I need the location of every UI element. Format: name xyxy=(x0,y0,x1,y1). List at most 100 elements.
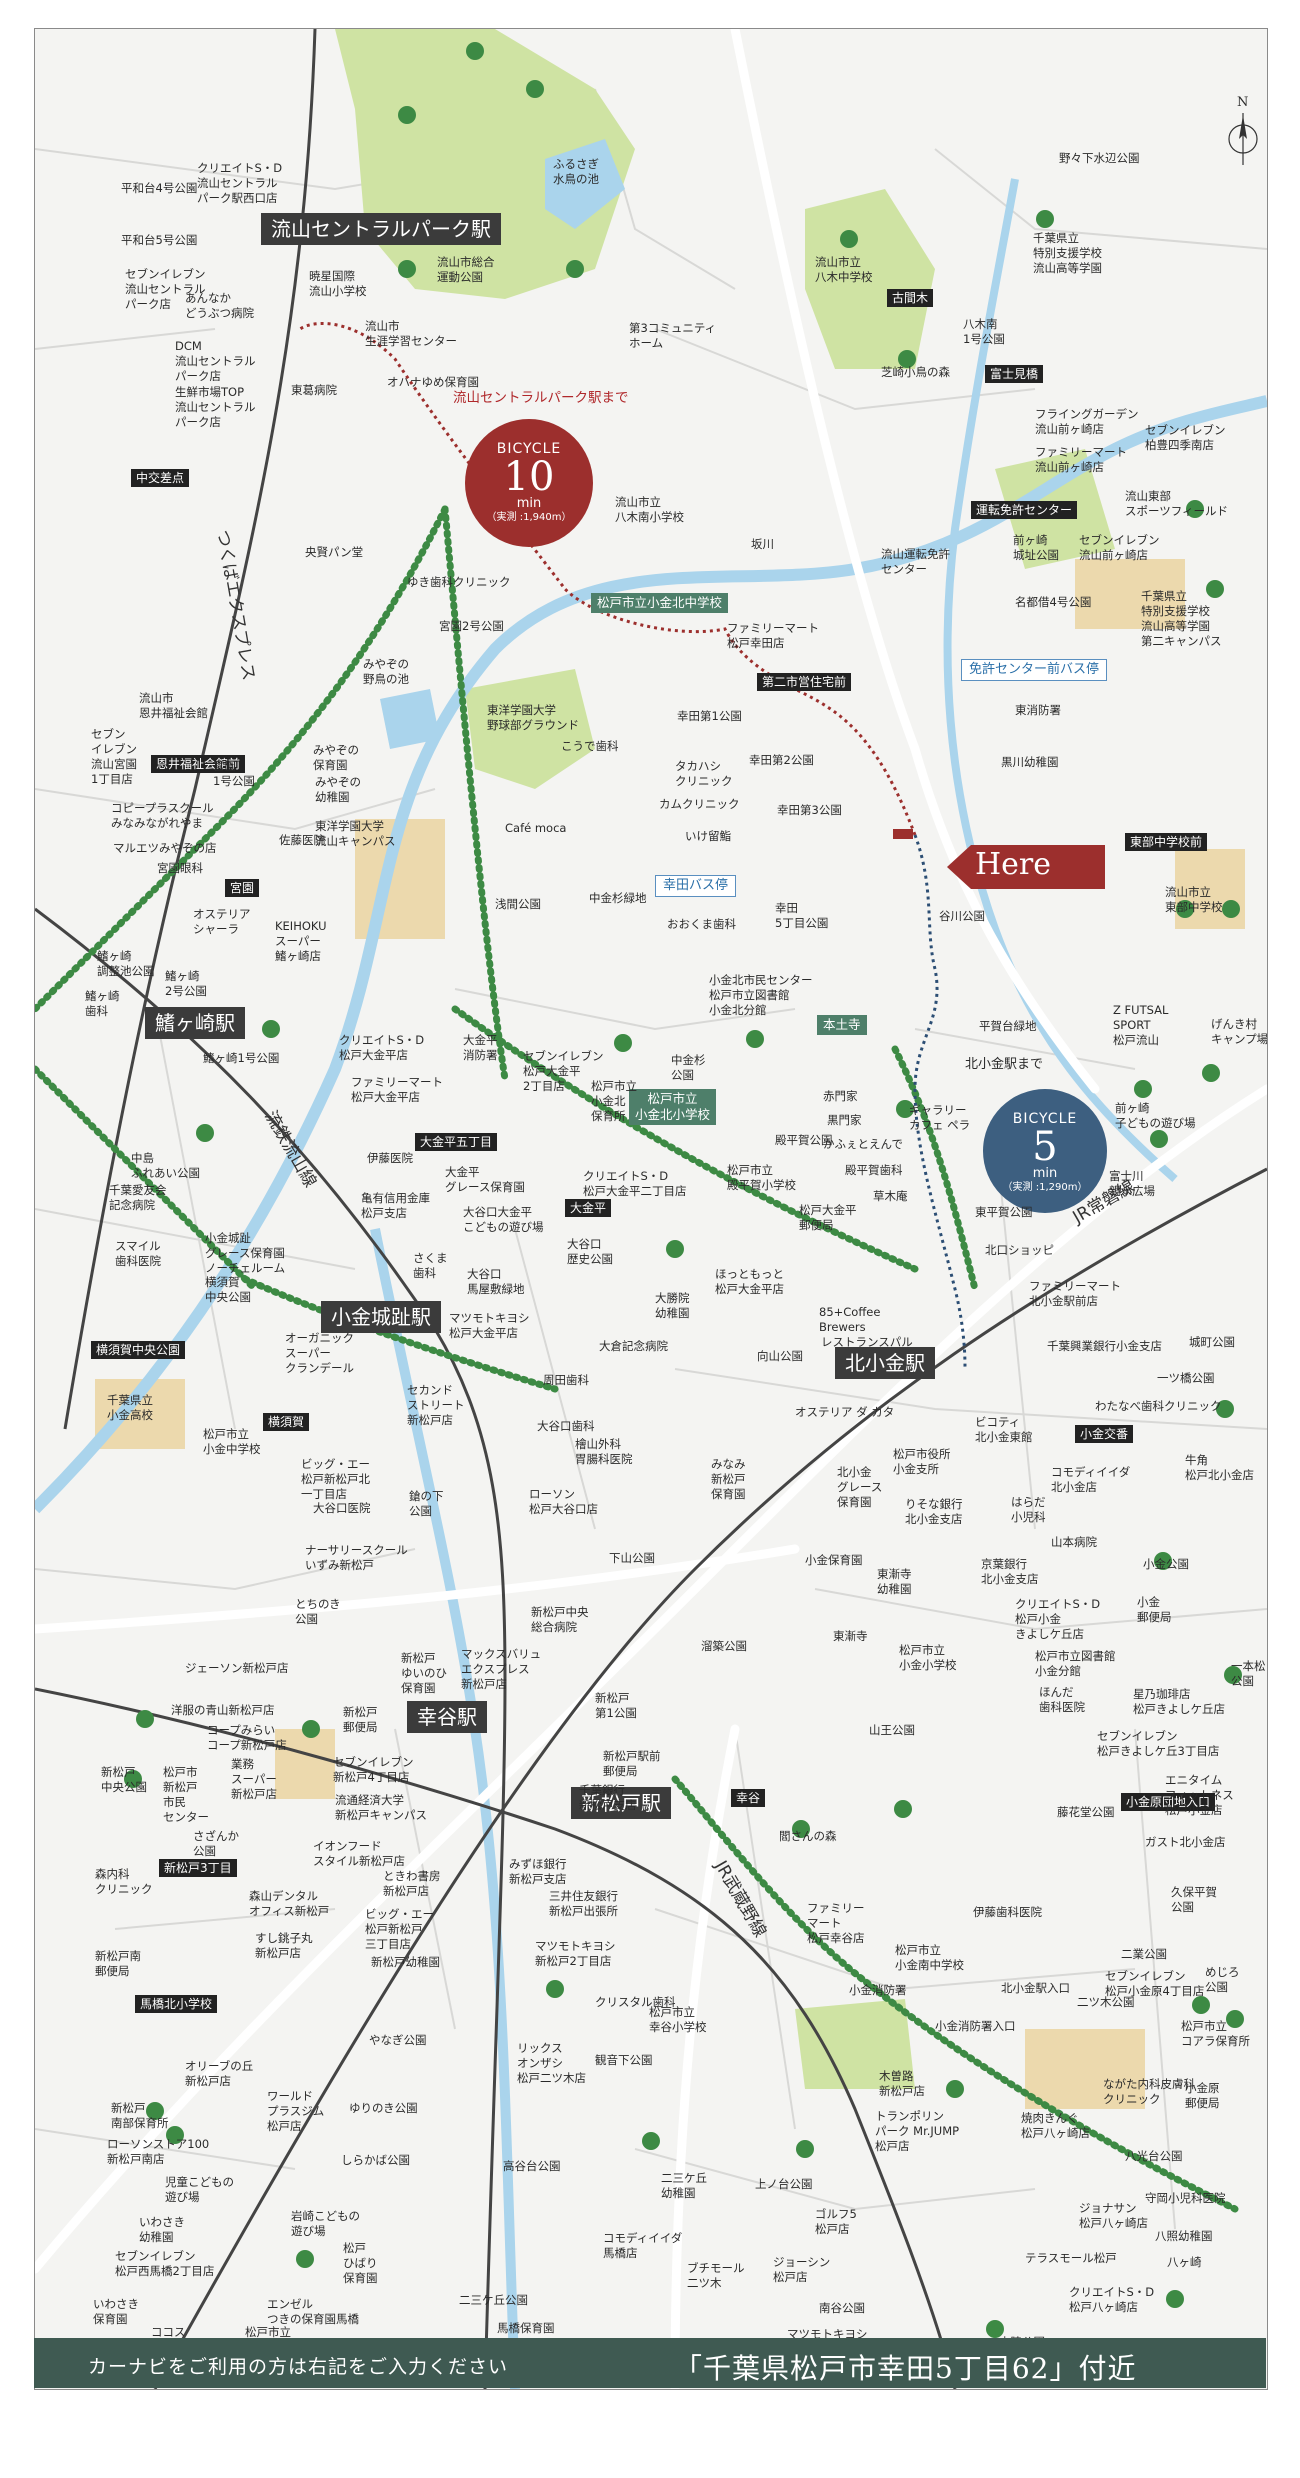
poi-label-l105: ファミリーマート 北小金駅前店 xyxy=(1029,1279,1121,1308)
poi-label-l121: オステリア ダ カタ xyxy=(795,1405,895,1419)
station-shin-matsudo[interactable]: 新松戸駅 xyxy=(571,1787,671,1819)
poi-label-l206: ワールド プラスジム 松戸店 xyxy=(267,2089,325,2133)
chip-chukou: 中交差点 xyxy=(131,469,190,487)
tree-cluster-26 xyxy=(894,1800,912,1818)
station-central-park[interactable]: 流山セントラルパーク駅 xyxy=(261,213,501,245)
poi-label-l143: 小金公園 xyxy=(1143,1557,1189,1571)
poi-label-l45: みやぞの 幼稚園 xyxy=(315,775,361,804)
here-marker[interactable]: Here xyxy=(947,841,1105,893)
poi-label-l15: 野々下水辺公園 xyxy=(1059,151,1140,165)
poi-label-l42: セブン イレブン 流山宮園 1丁目店 xyxy=(91,727,137,786)
poi-label-l183: ファミリー マート 松戸幸谷店 xyxy=(807,1901,865,1945)
poi-label-l19: 芝崎小鳥の森 xyxy=(881,365,950,379)
poi-label-l14: 第3コミュニティ ホーム xyxy=(629,321,717,350)
poi-label-l90: 松戸市立 殿平賀小学校 xyxy=(727,1163,796,1192)
poi-label-l190: 松戸市立 小金南中学校 xyxy=(895,1943,964,1972)
badge-minutes: 5 xyxy=(1032,1124,1058,1170)
poi-label-l166: 業務 スーパー 新松戸店 xyxy=(231,1757,277,1801)
poi-label-l120: わたなべ歯科クリニック xyxy=(1095,1399,1222,1413)
poi-label-l189: マツモトキヨシ 新松戸2丁目店 xyxy=(535,1939,616,1968)
station-kitakogane[interactable]: 北小金駅 xyxy=(835,1347,935,1379)
poi-label-l61: 浅間公園 xyxy=(495,897,541,911)
poi-label-l95: 草木庵 xyxy=(873,1189,908,1203)
poi-label-l208: 木曽路 新松戸店 xyxy=(879,2069,925,2098)
poi-label-l234: エンゼル つきの保育園馬橋 xyxy=(267,2297,359,2326)
park-hachigasaki xyxy=(795,1999,915,2089)
station-koya[interactable]: 幸谷駅 xyxy=(407,1701,487,1733)
route-label-kitakogane: 北小金駅まで xyxy=(965,1057,1044,1072)
tree-cluster-8 xyxy=(1186,500,1204,518)
poi-label-l179: 森内科 クリニック xyxy=(95,1867,153,1896)
poi-label-l231: テラスモール松戸 xyxy=(1025,2251,1117,2265)
poi-label-l222: 二三ケ丘 幼稚園 xyxy=(661,2171,707,2200)
river-sakagawa xyxy=(35,395,1267,1514)
poi-label-l101: さくま 歯科 xyxy=(413,1251,448,1280)
poi-label-l152: 松戸市立図書館 小金分館 xyxy=(1035,1649,1116,1678)
chip-koya: 幸谷 xyxy=(731,1789,766,1807)
tree-cluster-20 xyxy=(1150,1130,1168,1148)
poi-label-l196: 北小金駅入口 xyxy=(1001,1981,1070,1995)
poi-label-l165: 松戸市 新松戸 市民 センター xyxy=(163,1765,209,1824)
poi-label-l230: ジョーシン 松戸店 xyxy=(773,2255,831,2284)
poi-label-l123: ビコティ 北小金東館 xyxy=(975,1415,1033,1444)
tree-cluster-37 xyxy=(796,2140,814,2158)
poi-label-l194: クリスタル歯科 xyxy=(595,1995,676,2009)
here-label: Here xyxy=(975,847,1052,882)
poi-label-l83: 前ヶ崎 子どもの遊び場 xyxy=(1115,1101,1196,1130)
poi-label-l150: 東漸寺 xyxy=(833,1629,868,1643)
badge-unit: min xyxy=(516,496,542,511)
tree-cluster-15 xyxy=(196,1124,214,1142)
rail-joban xyxy=(153,1167,1267,2389)
tree-cluster-12 xyxy=(1134,1080,1152,1098)
poi-label-l93: 亀有信用金庫 松戸支店 xyxy=(361,1191,430,1220)
chip-daikanehira: 大金平 xyxy=(565,1199,612,1217)
poi-label-l205: 新松戸 南部保育所 xyxy=(111,2101,169,2130)
tree-cluster-18 xyxy=(746,1030,764,1048)
poi-label-l75: 鰭ヶ崎1号公園 xyxy=(203,1051,280,1065)
poi-label-l32: ゆき歯科クリニック xyxy=(407,575,511,589)
area-terrace-mall xyxy=(1025,2029,1145,2109)
poi-label-l163: セブンイレブン 松戸きよしケ丘3丁目店 xyxy=(1097,1729,1220,1758)
poi-label-l193: めじろ 公園 xyxy=(1205,1965,1240,1994)
poi-label-l217: 児童こどもの 遊び場 xyxy=(165,2175,234,2204)
poi-label-l108: 85+Coffee Brewers xyxy=(819,1305,881,1334)
poi-label-l215: 高谷台公園 xyxy=(503,2159,561,2173)
poi-label-l23: 流山市立 八木南小学校 xyxy=(615,495,684,524)
chip-yokosuka: 横須賀 xyxy=(263,1413,310,1431)
poi-label-l232: 八ヶ崎 xyxy=(1167,2255,1202,2269)
poi-label-l85: 殿平賀公園 xyxy=(775,1133,833,1147)
poi-label-l185: 久保平賀 公園 xyxy=(1171,1885,1217,1914)
tree-cluster-27 xyxy=(792,1820,810,1838)
here-pointer-icon xyxy=(947,845,1105,889)
chip-miyazono: 宮園 xyxy=(225,879,260,897)
poi-label-l25: 流山東部 スポーツフィールド xyxy=(1125,489,1229,518)
chip-menkyo-center: 運転免許センター xyxy=(971,501,1078,519)
poi-label-l235: 二三ケ丘公園 xyxy=(459,2293,528,2307)
tree-cluster-28 xyxy=(642,2132,660,2150)
poi-label-l117: 千葉県立 小金高校 xyxy=(107,1393,153,1422)
poi-label-l112: 城町公園 xyxy=(1189,1335,1235,1349)
poi-label-l167: セブンイレブン 新松戸4丁目店 xyxy=(333,1755,414,1784)
poi-label-l162: コープみらい コープ新松戸店 xyxy=(207,1723,287,1752)
poi-label-l187: すし銚子丸 新松戸店 xyxy=(255,1931,313,1960)
poi-label-l08: DCM 流山セントラル パーク店 xyxy=(175,339,256,383)
poi-label-l09: 生鮮市場TOP 流山セントラル パーク店 xyxy=(175,385,256,429)
poi-label-l192: セブンイレブン 松戸小金原4丁目店 xyxy=(1105,1969,1205,1998)
tree-cluster-11 xyxy=(1222,900,1240,918)
poi-label-l209: ながた内科皮膚科 クリニック xyxy=(1103,2077,1195,2106)
station-kogane-joshi[interactable]: 小金城趾駅 xyxy=(321,1301,441,1333)
tree-cluster-22 xyxy=(1154,1552,1172,1570)
badge-title: BICYCLE xyxy=(1012,1111,1078,1127)
poi-label-l77: セブンイレブン 松戸大金平 2丁目店 xyxy=(523,1049,604,1093)
poi-label-l92: 千葉愛友会 記念病院 xyxy=(109,1183,167,1212)
tree-cluster-23 xyxy=(1224,1666,1242,1684)
poi-label-l159: 新松戸 郵便局 xyxy=(343,1705,378,1734)
poi-label-l35: 東消防署 xyxy=(1015,703,1061,717)
poi-label-l239: 馬橋保育園 xyxy=(497,2321,555,2335)
poi-label-l198: 松戸市立 コアラ保育所 xyxy=(1181,2019,1250,2048)
station-minoriki[interactable]: 鰭ヶ崎駅 xyxy=(145,1007,245,1039)
poi-label-l202: リックス オンザシ 松戸二ツ木店 xyxy=(517,2041,586,2085)
chip-shakai: 恩井福祉会館前 xyxy=(151,755,246,773)
route-to-kitakogane xyxy=(913,834,967,1370)
poi-label-l12: ふるさぎ 水鳥の池 xyxy=(553,157,599,186)
